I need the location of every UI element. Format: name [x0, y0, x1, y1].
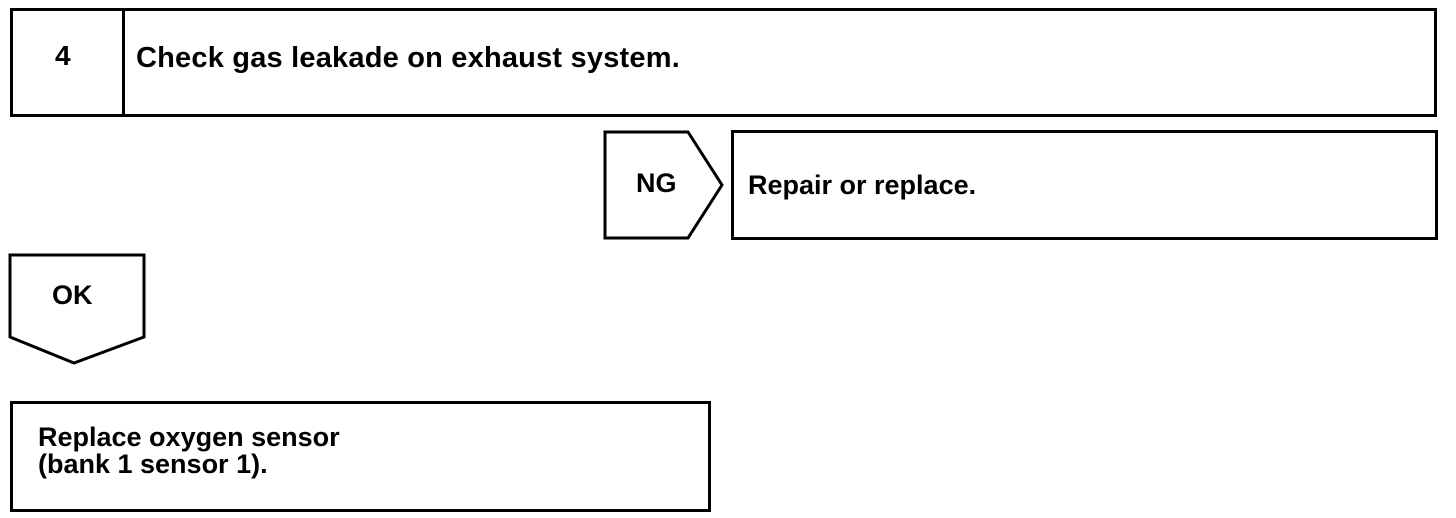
ng-action-box: [731, 130, 1438, 240]
ng-action-text: Repair or replace.: [748, 170, 977, 200]
step-title: Check gas leakade on exhaust system.: [136, 42, 680, 74]
final-action-text: Replace oxygen sensor (bank 1 sensor 1).: [38, 422, 340, 479]
ok-label: OK: [52, 280, 93, 310]
final-action-box: [10, 401, 711, 512]
ng-label: NG: [636, 168, 677, 198]
step-number-divider: [122, 11, 125, 114]
ok-arrow-shape: [8, 253, 146, 365]
step-header-box: [10, 8, 1437, 117]
step-number: 4: [55, 40, 71, 71]
ng-arrow-shape: [603, 130, 724, 240]
